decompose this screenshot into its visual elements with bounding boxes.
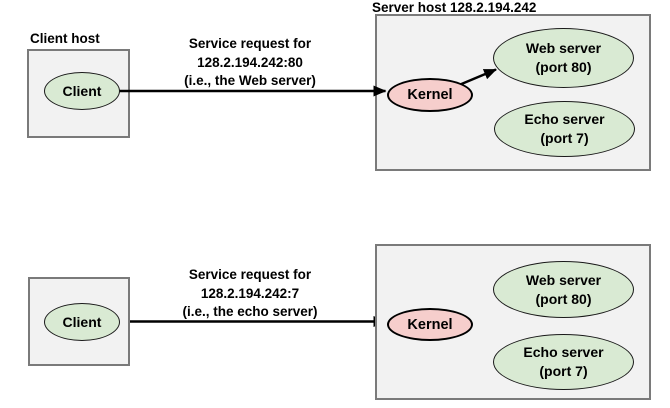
- echo-server-label-line2: (port 7): [539, 363, 588, 379]
- client-label: Client: [62, 313, 102, 330]
- kernel-ellipse-top: Kernel: [387, 78, 473, 112]
- request-line: 128.2.194.242:7: [200, 285, 300, 301]
- echo-server-label-line1: Echo server: [524, 111, 605, 127]
- kernel-ellipse-bottom: Kernel: [387, 308, 473, 341]
- web-server-ellipse-top: Web server (port 80): [493, 28, 634, 88]
- request-line: (i.e., the echo server): [182, 304, 318, 319]
- request-line: 128.2.194.242:80: [197, 54, 303, 70]
- echo-server-ellipse-top: Echo server (port 7): [494, 101, 635, 157]
- web-server-label-line2: (port 80): [535, 59, 592, 75]
- web-server-label-line2: (port 80): [535, 290, 592, 307]
- echo-server-ellipse-bottom: Echo server (port 7): [493, 334, 634, 390]
- kernel-label: Kernel: [407, 316, 453, 333]
- request-line: (i.e., the Web server): [184, 73, 316, 88]
- service-request-label-echo: Service request for 128.2.194.242:7 (i.e…: [145, 266, 355, 322]
- service-request-label-web: Service request for 128.2.194.242:80 (i.…: [145, 35, 355, 91]
- client-process-top: Client: [44, 72, 120, 110]
- client-process-bottom: Client: [44, 303, 120, 341]
- request-line: Service request for: [188, 36, 312, 51]
- kernel-label: Kernel: [407, 87, 453, 103]
- server-host-title: Server host 128.2.194.242: [372, 0, 537, 15]
- web-server-label-line1: Web server: [525, 40, 602, 56]
- web-server-label-line1: Web server: [525, 271, 602, 288]
- client-label: Client: [62, 82, 102, 99]
- echo-server-label-line2: (port 7): [540, 130, 589, 146]
- echo-server-label-line1: Echo server: [523, 344, 604, 360]
- client-host-title: Client host: [30, 31, 100, 46]
- web-server-ellipse-bottom: Web server (port 80): [493, 261, 634, 318]
- request-line: Service request for: [188, 267, 312, 282]
